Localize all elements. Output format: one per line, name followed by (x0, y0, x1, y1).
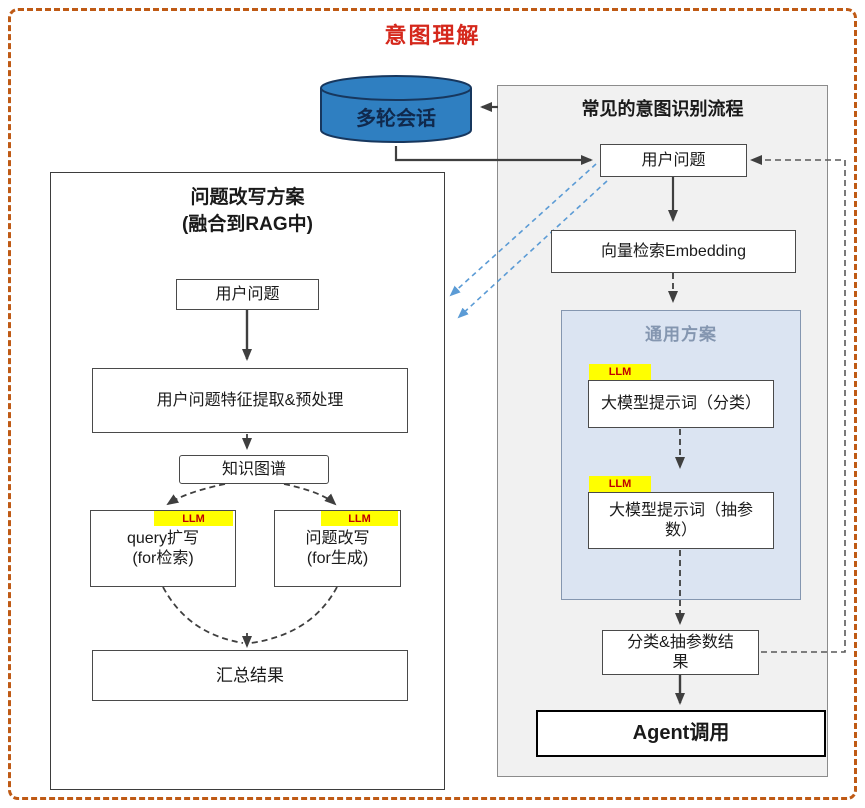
llm-tag-query-expand: LLM (154, 511, 233, 526)
diagram-title: 意图理解 (384, 23, 481, 48)
node-user-question-right: 用户问题 (600, 144, 747, 177)
node-question-rewrite-line2: (for生成) (306, 549, 369, 567)
node-knowledge-graph: 知识图谱 (179, 455, 329, 484)
node-llm-prompt-extract: 大模型提示词（抽参数） (588, 492, 774, 549)
general-solution-panel: 通用方案 (561, 310, 801, 600)
llm-tag-extract: LLM (589, 476, 651, 492)
multi-turn-conversation-store: 多轮会话 (318, 74, 474, 146)
left-panel-title-line1: 问题改写方案 (190, 187, 305, 208)
left-panel-title-line2: (融合到RAG中) (182, 213, 313, 235)
node-question-rewrite-line1: 问题改写 (305, 529, 370, 547)
node-query-expand-line2: (for检索) (132, 549, 194, 567)
node-summary-result: 汇总结果 (92, 650, 408, 701)
node-query-expand-line1: query扩写 (126, 529, 200, 547)
node-user-question-left: 用户问题 (176, 279, 319, 310)
node-vector-embedding: 向量检索Embedding (551, 230, 796, 273)
node-agent-call: Agent调用 (536, 710, 826, 757)
node-llm-prompt-classify: 大模型提示词（分类） (588, 380, 774, 428)
outer-frame (8, 8, 857, 800)
llm-tag-question-rewrite: LLM (321, 511, 398, 526)
left-panel-title: 问题改写方案 (融合到RAG中) (51, 173, 444, 238)
llm-tag-classify: LLM (589, 364, 651, 380)
node-classify-extract-result: 分类&抽参数结果 (602, 630, 759, 675)
node-feature-extraction: 用户问题特征提取&预处理 (92, 368, 408, 433)
cylinder-label: 多轮会话 (356, 108, 436, 130)
cylinder-shape (320, 75, 472, 143)
right-panel-title: 常见的意图识别流程 (581, 99, 744, 119)
general-solution-title: 通用方案 (645, 325, 717, 344)
